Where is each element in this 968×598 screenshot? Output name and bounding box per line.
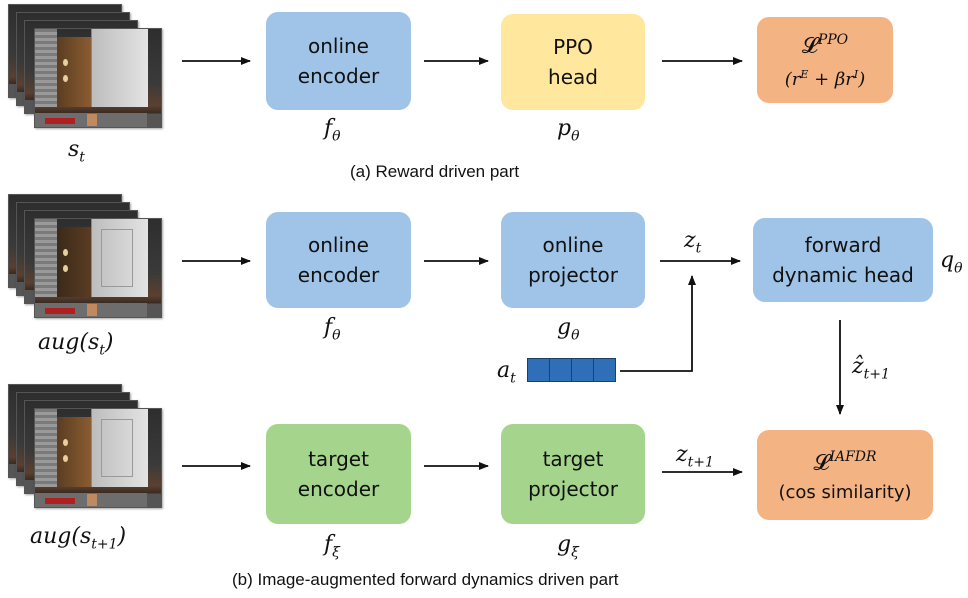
target-encoder-box: target encoder <box>266 424 411 524</box>
ppo-loss-formula: (rE + βrI) <box>784 67 866 90</box>
f-xi-label: fξ <box>324 532 340 561</box>
aug-state-label: aug(st) <box>38 330 114 359</box>
online-encoder-box-a: online encoder <box>266 12 411 110</box>
action-cell <box>550 359 572 381</box>
forward-dynamic-head-box: forward dynamic head <box>753 218 933 302</box>
z-next-label: zt+1 <box>676 442 714 471</box>
g-xi-label: gξ <box>557 532 579 561</box>
iafdr-loss-subtitle: (cos similarity) <box>778 482 912 504</box>
action-label: at <box>497 358 516 387</box>
target-projector-box: target projector <box>501 424 645 524</box>
caption-b: (b) Image-augmented forward dynamics dri… <box>232 570 619 589</box>
action-cell <box>528 359 550 381</box>
p-theta-label: pθ <box>557 116 580 145</box>
ppo-head-box: PPO head <box>501 14 645 110</box>
f-theta-label-a: fθ <box>324 116 341 145</box>
online-projector-box: online projector <box>501 212 645 308</box>
g-theta-label: gθ <box>557 315 580 344</box>
z-hat-next-label: ẑt+1 <box>852 354 890 383</box>
action-cell <box>572 359 594 381</box>
q-theta-label: qθ <box>940 248 963 277</box>
arrow-action-to-merge <box>620 275 696 372</box>
caption-a: (a) Reward driven part <box>350 162 520 181</box>
ppo-loss-box: 𝓛PPO (rE + βrI) <box>757 17 893 103</box>
online-encoder-box-b: online encoder <box>266 212 411 308</box>
z-t-label: zt <box>684 228 702 257</box>
iafdr-loss-box: 𝓛IAFDR (cos similarity) <box>757 430 933 520</box>
action-vector <box>527 358 616 382</box>
action-cell <box>594 359 615 381</box>
iafdr-loss-symbol: 𝓛IAFDR <box>813 448 877 476</box>
state-label: st <box>68 137 85 166</box>
ppo-loss-symbol: 𝓛PPO <box>801 32 849 59</box>
aug-next-state-label: aug(st+1) <box>30 524 127 553</box>
f-theta-label-b: fθ <box>324 315 341 344</box>
